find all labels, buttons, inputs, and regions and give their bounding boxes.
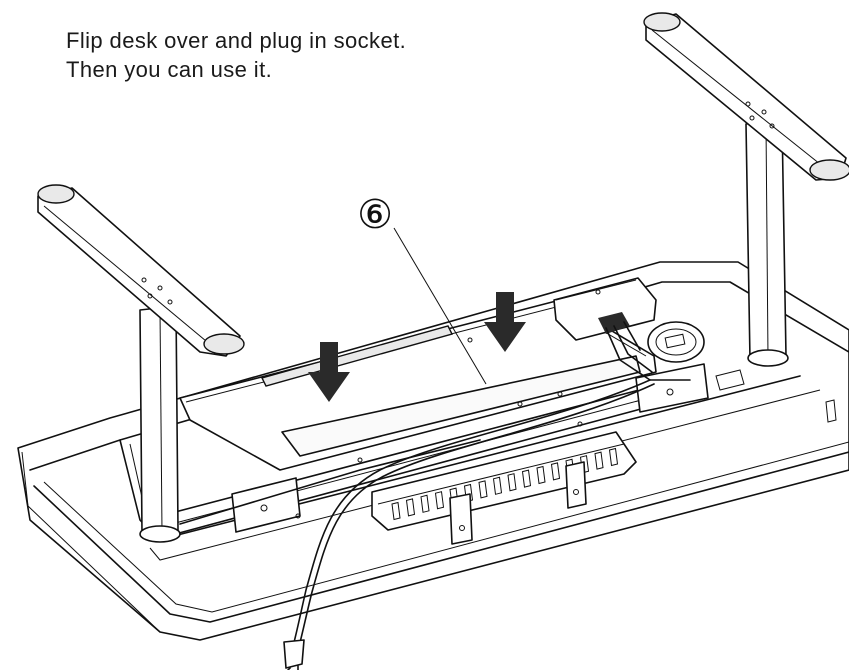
- down-arrow-left: [308, 342, 350, 402]
- tray-vent-slot: [478, 480, 488, 499]
- right-leg: [745, 119, 789, 367]
- tray-vent-slot: [550, 462, 561, 481]
- tray-vent-slot: [391, 501, 401, 521]
- tray-vent-slot: [521, 469, 532, 488]
- rim-details: [715, 369, 837, 423]
- tray-vent-slot: [492, 476, 503, 495]
- power-cord: [179, 379, 655, 651]
- left-leg: [139, 305, 181, 543]
- tray-vent-slot: [405, 498, 416, 517]
- crossbar-beam: [159, 363, 709, 537]
- callout-number: ⑥: [357, 192, 393, 238]
- tray-vent-slot: [608, 447, 619, 467]
- tray-vent-slot: [536, 465, 546, 485]
- left-foot: [37, 184, 245, 357]
- hand-switch: [647, 321, 705, 363]
- instruction-line-2: Then you can use it.: [66, 57, 273, 82]
- callout-leader-line: [393, 227, 487, 385]
- right-foot: [643, 12, 849, 181]
- control-box: [553, 277, 691, 381]
- instruction-text: Flip desk over and plug in socket. Then …: [66, 26, 406, 84]
- tray-vent-slot: [420, 494, 430, 513]
- cable-tray: [371, 431, 637, 545]
- tray-vent-slot: [594, 451, 604, 470]
- tray-vent-slot: [507, 473, 517, 492]
- tray-vent-slot: [434, 491, 445, 510]
- down-arrow-right: [484, 292, 526, 352]
- instruction-line-1: Flip desk over and plug in socket.: [66, 28, 407, 53]
- plug: [283, 639, 305, 670]
